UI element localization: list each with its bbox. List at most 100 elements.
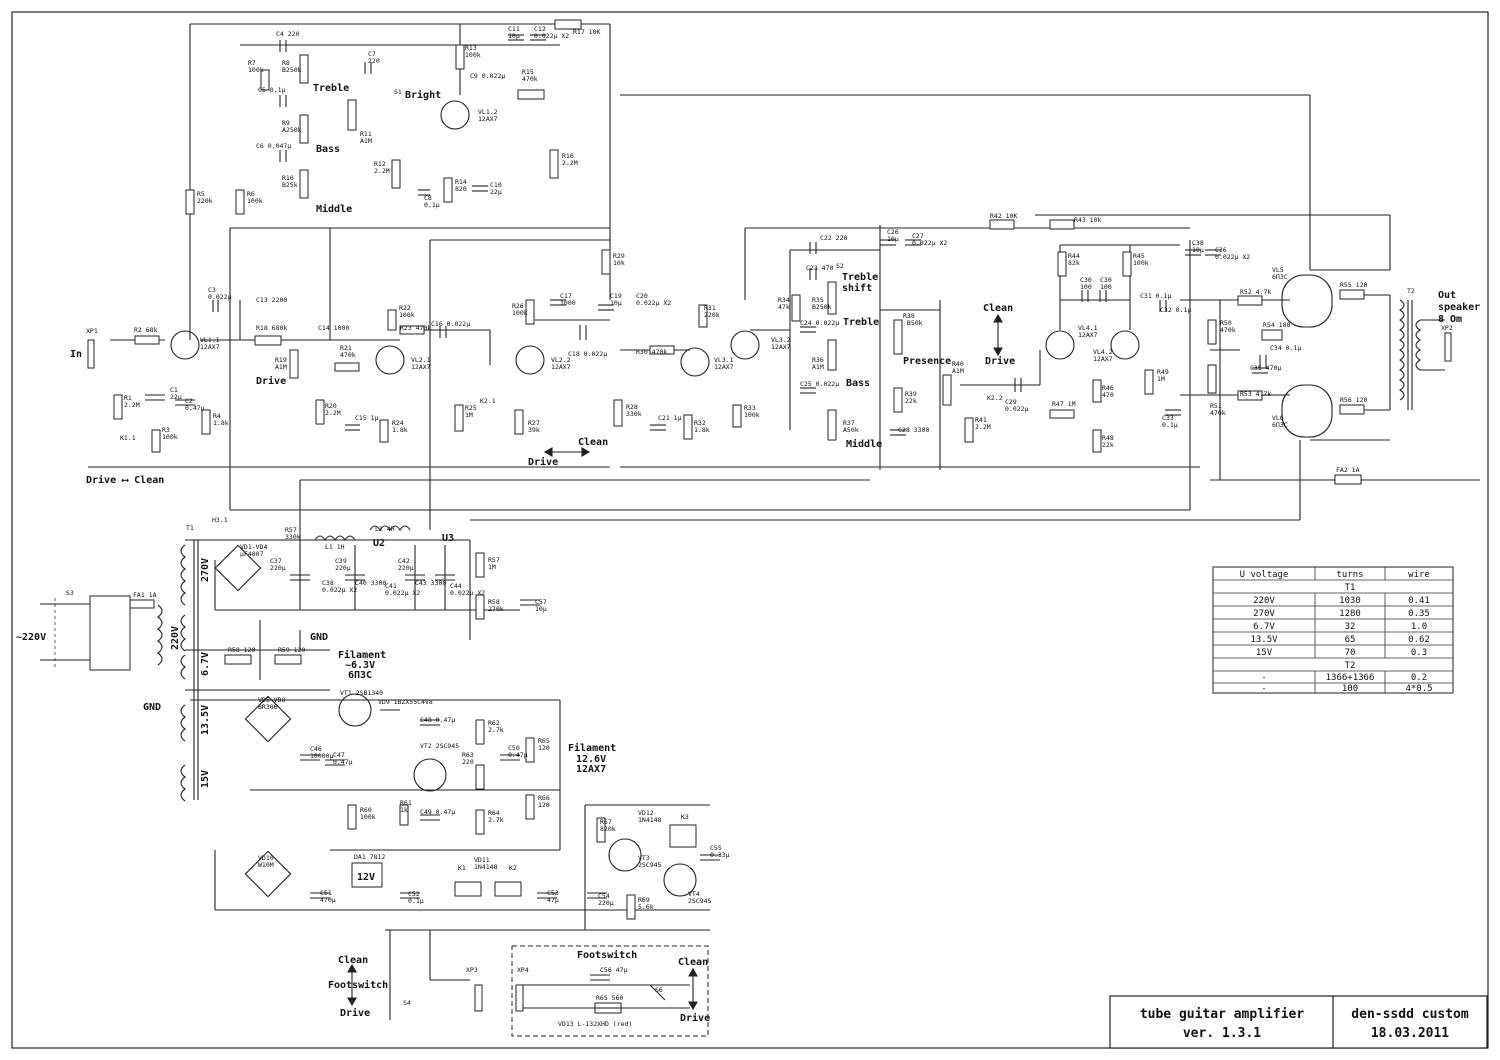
tube-label: VL5 [1272, 266, 1284, 274]
fa1-label: FA1 1A [133, 591, 157, 599]
filament-1-line3: 6П3С [348, 670, 372, 681]
clean-label-pi: Clean [983, 303, 1013, 314]
table-cell: 13.5V [1250, 635, 1278, 645]
part-label-k3: K3 [681, 813, 689, 821]
u2-label: U2 [373, 538, 385, 549]
middle-knob-label-1: Middle [316, 203, 352, 215]
treble-shift-label-a: Treble [842, 272, 878, 283]
tube-label: VL1.1 [200, 336, 220, 344]
table-cell: 0.2 [1411, 673, 1427, 683]
part-label-c23: C23 470 [806, 264, 833, 272]
tube-type: 6П3С [1272, 421, 1288, 429]
table-cell: 1366+1366 [1326, 673, 1375, 683]
table-header: wire [1408, 570, 1430, 580]
filament-2-line2: 12.6V [576, 754, 606, 765]
part-label-c22: C22 220 [820, 234, 847, 242]
table-cell: 0.35 [1408, 609, 1430, 619]
table-cell: 1030 [1339, 596, 1361, 606]
part-label-r54: R54 180 [1263, 321, 1290, 329]
winding-15v: 15V [200, 770, 211, 788]
u3-label: U3 [442, 533, 454, 544]
left-footswitch: Footswitch [328, 979, 388, 991]
part-label-c43: C43 3300 [415, 579, 446, 587]
filament-2-line3: 12AX7 [576, 764, 606, 775]
table-cell: 270V [1253, 609, 1275, 619]
title-block: tube guitar amplifier ver. 1.3.1 den-ssd… [1109, 995, 1488, 1049]
part-label-c14: C14 1000 [318, 324, 349, 332]
part-label-r47: R47 1M [1052, 400, 1076, 408]
part-label-c32: C32 0.1μ [1160, 306, 1191, 314]
table-cell: 4*0.5 [1405, 684, 1432, 694]
table-section-t2: T2 [1345, 661, 1356, 671]
part-label-c34: C34 0.1μ [1270, 344, 1301, 352]
presence-knob-label: Presence [903, 356, 951, 367]
tube-label: VL2.2 [551, 356, 571, 364]
title-line-2: ver. 1.3.1 [1183, 1026, 1261, 1041]
footswitch-components [474, 974, 690, 1014]
title-line-1: tube guitar amplifier [1140, 1007, 1305, 1022]
transformer-table: U voltage turns wire T1 220V 1030 0.41 2… [1212, 566, 1454, 694]
left-clean: Clean [338, 955, 368, 966]
out-speaker-label-3: 8 Om [1438, 314, 1462, 325]
date: 18.03.2011 [1371, 1026, 1449, 1041]
part-label-r52: R52 4.7k [1240, 288, 1271, 296]
vd13-label: VD13 L-132XHD (red) [558, 1020, 632, 1028]
bass-knob-label-2: Bass [846, 378, 870, 389]
table-cell: 6.7V [1253, 622, 1275, 632]
tube-type: 12AX7 [200, 343, 220, 351]
preamp-components [87, 19, 1452, 485]
part-label-r2: R2 68k [134, 326, 158, 334]
table-cell: 220V [1253, 596, 1275, 606]
input-label: In [70, 349, 82, 360]
r65-label: R65 560 [596, 994, 623, 1002]
part-label-s1: S1 [394, 88, 402, 96]
part-label-c4: C4 220 [276, 30, 300, 38]
part-label-c13: C13 2200 [256, 296, 287, 304]
table-cell: 0.41 [1408, 596, 1430, 606]
table-cell: - [1261, 684, 1266, 694]
part-label-c15: C15 1μ [355, 414, 379, 422]
bass-knob-label-1: Bass [316, 144, 340, 155]
tube-type: 12AX7 [1093, 355, 1113, 363]
